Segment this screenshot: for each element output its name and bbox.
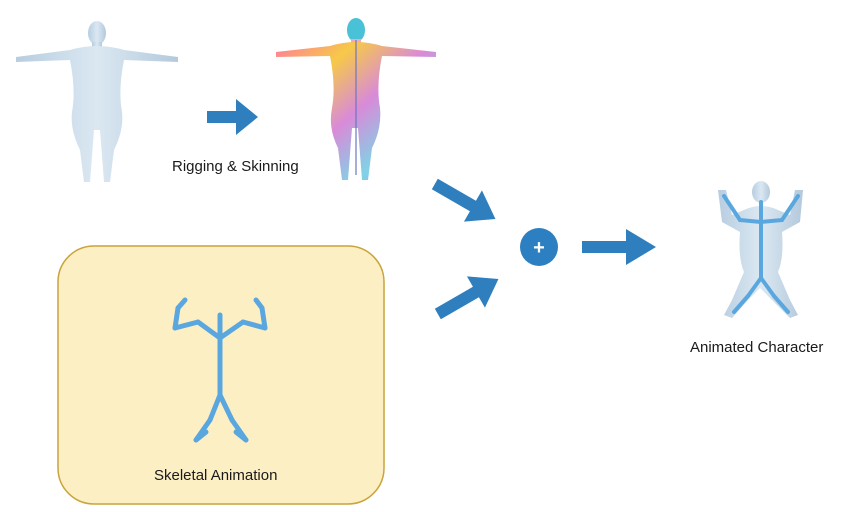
skeleton-figure <box>172 297 268 443</box>
arrow-skinned-to-plus <box>431 178 496 222</box>
rigging-skinning-label: Rigging & Skinning <box>172 158 299 175</box>
arrow-plus-to-character <box>582 229 656 265</box>
base-mesh-figure <box>16 21 178 182</box>
skinned-mesh-figure <box>276 18 436 180</box>
plus-circle <box>520 228 558 266</box>
skeletal-animation-label: Skeletal Animation <box>154 467 278 484</box>
animated-character-figure <box>718 181 803 318</box>
plus-symbol: + <box>533 237 545 259</box>
arrow-skeleton-to-plus <box>434 276 499 320</box>
animated-character-label: Animated Character <box>690 339 824 356</box>
arrow-mesh-to-skinned <box>207 99 258 135</box>
